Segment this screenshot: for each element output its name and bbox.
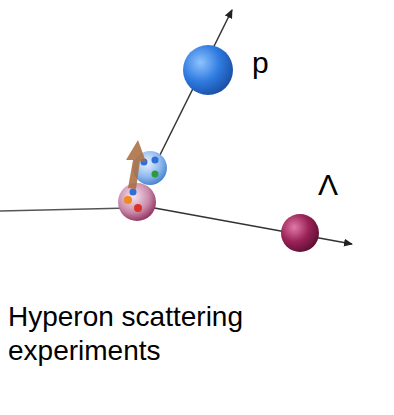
caption: Hyperon scattering experiments — [8, 300, 298, 368]
particle-label: Λ — [318, 168, 338, 202]
particle-label: p — [252, 46, 269, 80]
